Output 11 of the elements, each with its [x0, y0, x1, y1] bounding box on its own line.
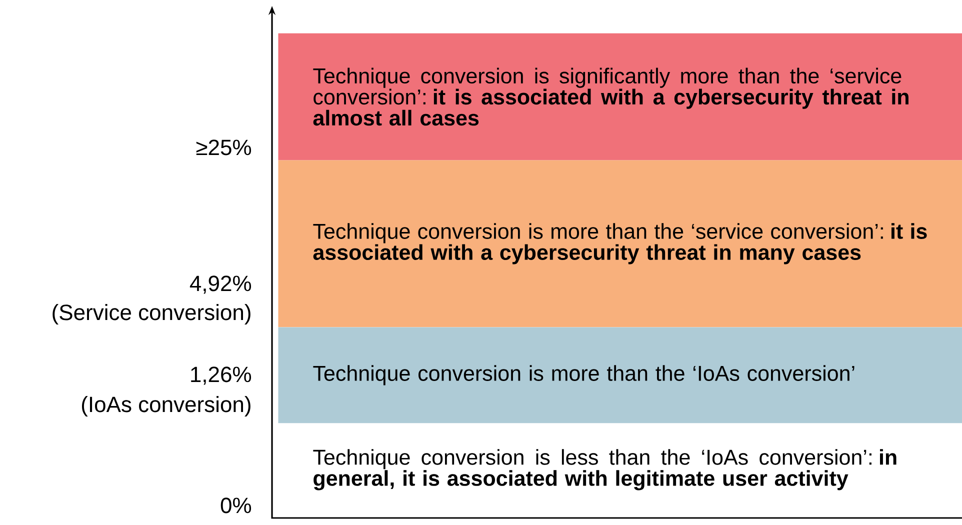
axis-label: ≥25% [196, 140, 252, 156]
axis-label: (IoAs conversion) [82, 396, 250, 417]
axis-label: 4,92% [190, 276, 252, 294]
band-box: Technique conversion is more than the ‘service conversion’: it is associated with a cybersecurity threat in many cases [278, 160, 962, 328]
axis-label: 0% [220, 498, 252, 514]
node-label: Technique conversion is less than the ‘IoAs conversion’: in general, it is associated with legitimate user activity [313, 449, 896, 490]
band-box: Technique conversion is more than the ‘IoAs conversion’ [278, 327, 962, 424]
band-box: Technique conversion is less than the ‘IoAs conversion’: in general, it is associated with legitimate user activity [278, 423, 962, 516]
band-box: Technique conversion is significantly more than the ‘service conversion’: it is associated with a cybersecurity threat in almost all cases [278, 33, 962, 160]
axis-label: (Service conversion) [52, 304, 250, 325]
axis-label: 1,26% [191, 366, 252, 385]
